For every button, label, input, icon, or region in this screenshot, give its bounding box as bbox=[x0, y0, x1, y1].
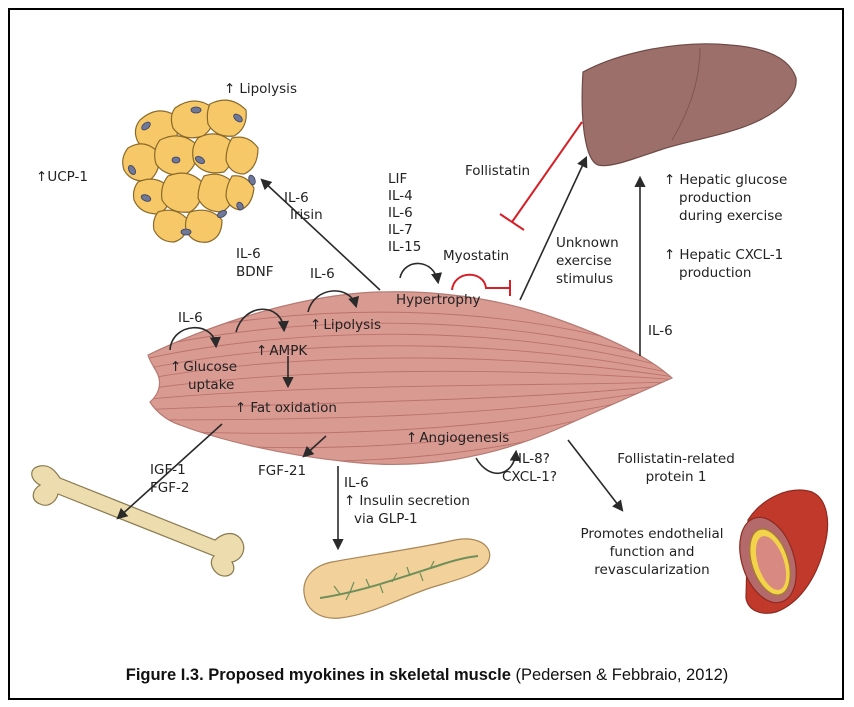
label-cxcl-production: production bbox=[679, 265, 752, 281]
label-il15: IL-15 bbox=[388, 239, 421, 255]
adipose-tissue bbox=[123, 100, 258, 242]
label-cxcl1: CXCL-1? bbox=[502, 469, 557, 485]
label-via-glp1: via GLP-1 bbox=[354, 511, 418, 527]
label-stimulus: stimulus bbox=[556, 271, 613, 287]
label-angiogenesis: ↑Angiogenesis bbox=[406, 430, 509, 446]
label-fgf2: FGF-2 bbox=[150, 480, 189, 496]
label-hepatic-glucose: ↑Hepatic glucose bbox=[664, 172, 787, 188]
label-unknown: Unknown bbox=[556, 235, 619, 251]
label-revascularization: revascularization bbox=[594, 562, 709, 578]
arrow-to-vessel bbox=[568, 440, 622, 510]
label-il4: IL-4 bbox=[388, 188, 413, 204]
myokine-diagram: ↑Lipolysis ↑UCP-1 IL-6 Irisin LIF IL-4 I… bbox=[0, 0, 854, 660]
label-insulin-secretion: ↑Insulin secretion bbox=[344, 493, 470, 509]
label-hepatic-cxcl1: ↑Hepatic CXCL-1 bbox=[664, 247, 783, 263]
label-ucp1: ↑UCP-1 bbox=[36, 169, 88, 185]
label-il6: IL-6 bbox=[388, 205, 413, 221]
label-production: production bbox=[679, 190, 752, 206]
label-hypertrophy: Hypertrophy bbox=[396, 292, 481, 308]
label-fat-oxidation: ↑Fat oxidation bbox=[235, 400, 337, 416]
label-glucose: ↑Glucose bbox=[170, 359, 237, 375]
label-il6-lipolysis: IL-6 bbox=[310, 266, 335, 282]
label-fstl1-1: Follistatin-related bbox=[617, 451, 735, 467]
label-fgf21: FGF-21 bbox=[258, 463, 306, 479]
label-igf1: IGF-1 bbox=[150, 462, 186, 478]
label-il7: IL-7 bbox=[388, 222, 413, 238]
label-il6-irisin-2: Irisin bbox=[290, 207, 323, 223]
label-il6-pancreas: IL-6 bbox=[344, 475, 369, 491]
label-fstl1-2: protein 1 bbox=[646, 469, 707, 485]
label-lipolysis-fat: ↑Lipolysis bbox=[224, 81, 297, 97]
figure-caption: Figure I.3. Proposed myokines in skeleta… bbox=[0, 666, 854, 685]
pancreas bbox=[304, 539, 490, 618]
label-exercise: exercise bbox=[556, 253, 612, 269]
bone bbox=[32, 466, 244, 576]
label-il6-irisin-1: IL-6 bbox=[284, 190, 309, 206]
curve-lif-hypertrophy bbox=[400, 263, 438, 282]
label-during-exercise: during exercise bbox=[679, 208, 783, 224]
label-function: function and bbox=[610, 544, 695, 560]
label-lipolysis-muscle: ↑Lipolysis bbox=[310, 317, 381, 333]
label-uptake: uptake bbox=[188, 377, 234, 393]
label-il6-glucose: IL-6 bbox=[178, 310, 203, 326]
label-ampk: ↑AMPK bbox=[256, 343, 308, 359]
caption-title: Figure I.3. Proposed myokines in skeleta… bbox=[126, 666, 511, 684]
label-il6-liver: IL-6 bbox=[648, 323, 673, 339]
myostatin-inhibit-curve bbox=[452, 275, 510, 290]
label-myostatin: Myostatin bbox=[443, 248, 509, 264]
label-promotes: Promotes endothelial bbox=[580, 526, 723, 542]
label-bdnf: BDNF bbox=[236, 264, 274, 280]
blood-vessel bbox=[730, 490, 828, 613]
label-il6-bdnf-1: IL-6 bbox=[236, 246, 261, 262]
caption-citation: (Pedersen & Febbraio, 2012) bbox=[511, 666, 728, 684]
label-follistatin: Follistatin bbox=[465, 163, 530, 179]
label-lif: LIF bbox=[388, 171, 407, 187]
label-il8: IL-8? bbox=[518, 451, 550, 467]
